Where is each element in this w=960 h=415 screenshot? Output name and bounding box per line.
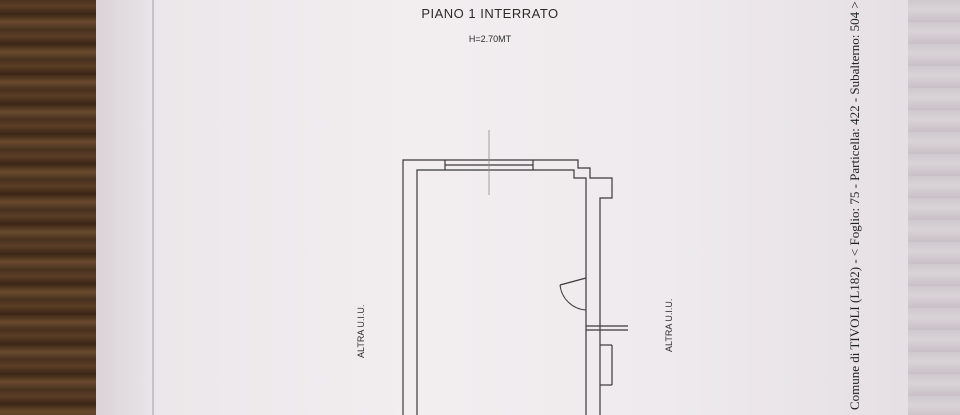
door-swing-arc	[559, 284, 587, 311]
right-edge-background	[908, 0, 960, 415]
door-leaf	[559, 277, 587, 286]
right-neighbor-label: ALTRA U.I.U.	[664, 298, 674, 352]
wooden-table-background	[0, 0, 96, 415]
left-neighbor-label: ALTRA U.I.U.	[356, 304, 366, 358]
inner-wall	[416, 169, 587, 415]
outer-wall	[402, 159, 613, 415]
ceiling-height-note: H=2.70MT	[468, 34, 512, 44]
paper-fold-line	[152, 0, 154, 415]
floor-plan-sheet	[96, 0, 908, 415]
plan-title: PIANO 1 INTERRATO	[421, 6, 559, 21]
cadastral-reference-caption: Comune di TIVOLI (L182) - < Foglio: 75 -…	[847, 1, 862, 410]
